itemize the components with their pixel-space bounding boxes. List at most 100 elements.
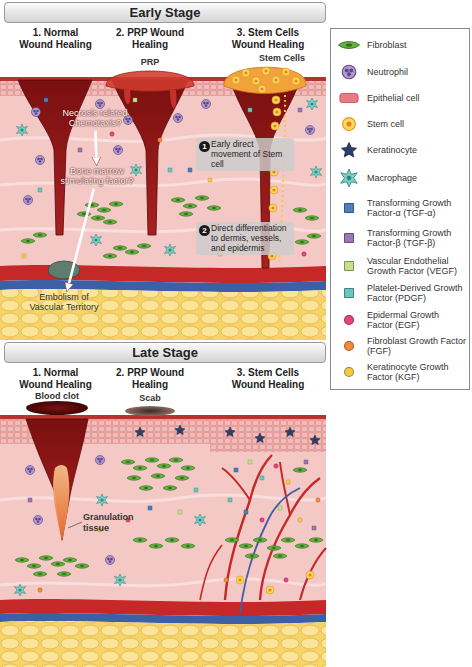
late-cells	[194, 488, 198, 492]
arrow-connector	[67, 189, 94, 290]
node-text: Bone marrow stimulating factor?	[58, 166, 136, 187]
early-cells	[174, 114, 183, 123]
late-wound	[53, 465, 69, 542]
late-cells	[75, 564, 89, 569]
column-heading: 2. PRP Wound Healing	[112, 27, 188, 51]
legend-icons	[342, 65, 356, 79]
late-skin	[0, 621, 326, 667]
legend-icons	[339, 42, 360, 49]
column-heading: 3. Stem Cells Wound Healing	[228, 27, 308, 51]
late-cells	[15, 584, 26, 596]
node-text: Early Stage	[5, 3, 325, 22]
part-label: Scab	[130, 393, 170, 404]
early-cells	[305, 216, 319, 221]
late-cells	[27, 564, 41, 569]
node-text: Necrosis related Chemotaxis?	[58, 108, 132, 129]
late-cells	[163, 486, 177, 491]
early-cells	[171, 198, 185, 203]
late-cells	[151, 474, 165, 479]
early-skin	[0, 289, 326, 340]
late-cells	[63, 558, 77, 563]
early-cells	[24, 196, 33, 205]
late-cells	[33, 572, 47, 577]
early-stem-cells	[262, 67, 270, 75]
node-text: Late Stage	[5, 343, 325, 362]
early-cells	[85, 203, 99, 208]
early-cells	[307, 234, 321, 239]
late-cells	[139, 486, 153, 491]
late-cells	[306, 571, 314, 579]
late-skin	[0, 579, 326, 586]
late-cells	[15, 425, 324, 596]
early-cells	[188, 168, 192, 172]
treatment-label: Stem Cells	[252, 53, 312, 64]
early-cells	[97, 208, 111, 213]
callout-number: 2	[199, 225, 210, 236]
early-wounds	[224, 67, 306, 93]
early-stem-cells	[273, 108, 281, 116]
legend-text: Platelet-Derived Growth Factor (PDGF)	[367, 280, 467, 306]
late-vessels	[222, 468, 250, 500]
late-cells	[304, 460, 308, 464]
late-cells	[97, 494, 108, 506]
stage-band: Late Stage	[4, 342, 326, 363]
late-cells	[298, 518, 302, 522]
node-text: Direct differentiation to dermis, vessel…	[211, 224, 291, 253]
early-cells	[208, 178, 212, 182]
legend-swatch	[344, 341, 354, 351]
late-cells	[28, 498, 32, 502]
early-skin	[0, 77, 326, 340]
late-cells	[175, 425, 185, 435]
late-skin	[210, 418, 326, 452]
early-stem-cells	[272, 76, 280, 84]
early-wounds	[112, 80, 188, 235]
early-cells	[22, 254, 26, 258]
late-wound	[26, 401, 88, 415]
late-cells	[96, 456, 105, 465]
late-cells	[157, 464, 171, 469]
late-cells	[228, 498, 232, 502]
late-cells	[245, 554, 259, 559]
early-cells	[168, 168, 172, 172]
early-cells	[137, 244, 151, 249]
early-cells	[113, 246, 127, 251]
legend-text: Keratinocyte	[367, 137, 467, 163]
early-wounds	[48, 261, 80, 279]
legend-icons	[341, 169, 358, 187]
legend-text: Stem cell	[367, 111, 467, 137]
early-stem-cells	[270, 186, 278, 194]
late-cells	[51, 562, 65, 567]
late-cells	[236, 576, 244, 584]
early-cells	[302, 252, 306, 256]
late-wound	[68, 522, 82, 528]
late-vessels	[200, 455, 326, 614]
legend-swatch	[344, 203, 354, 213]
node-text: Embolism of Vascular Territory	[22, 292, 106, 313]
early-wounds	[18, 67, 306, 279]
early-cells	[183, 204, 197, 209]
early-wounds	[170, 90, 176, 108]
late-cells	[149, 544, 163, 549]
legend-swatch	[344, 367, 354, 377]
early-stem-cells	[271, 122, 279, 130]
early-stem-cells	[282, 68, 290, 76]
column-heading: 1. Normal Wound Healing	[18, 367, 93, 391]
late-cells	[106, 556, 115, 565]
early-wounds	[18, 80, 92, 235]
early-stem-cells	[269, 204, 277, 212]
late-cells	[26, 466, 35, 475]
late-cells	[135, 427, 145, 437]
callout-number: 1	[199, 141, 210, 152]
embolism-note: Embolism of Vascular Territory	[22, 292, 106, 313]
callout-box: Early direct movement of Stem cell	[196, 138, 294, 171]
early-cells	[17, 124, 28, 136]
early-stem-cells	[272, 96, 280, 104]
early-cells	[91, 234, 102, 246]
early-cells	[202, 100, 211, 109]
legend-text: Fibroblast	[367, 32, 467, 58]
late-cells	[239, 544, 253, 549]
late-cells	[34, 516, 43, 525]
early-cells	[133, 98, 137, 102]
